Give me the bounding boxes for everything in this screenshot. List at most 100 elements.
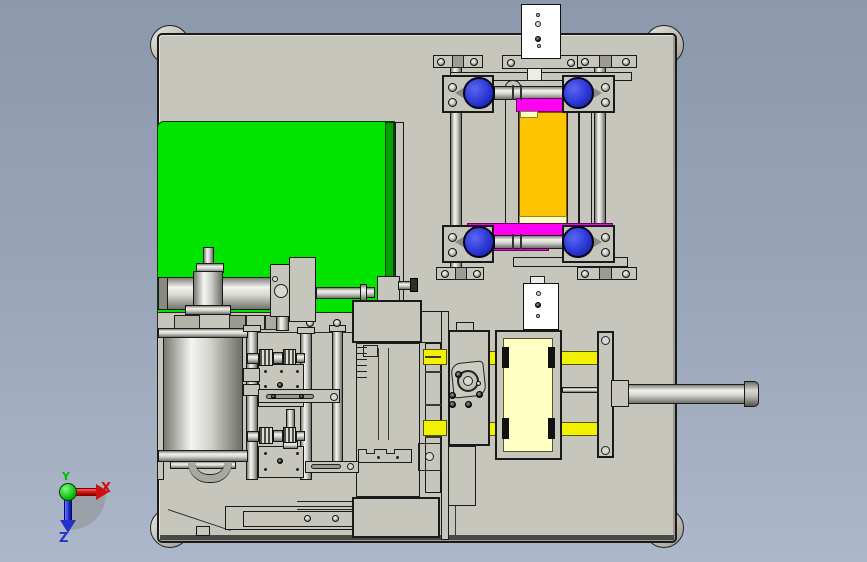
cylinder-port-large <box>274 284 288 298</box>
ladder-rung <box>425 371 441 373</box>
rail-screw-1 <box>304 515 311 522</box>
bearing-block-lower <box>448 446 476 506</box>
center-bracket-hole <box>425 452 434 461</box>
cylinder-base-flange <box>185 305 231 315</box>
micrometer1-knurl-b[interactable] <box>283 349 296 365</box>
drum-top-rim <box>158 328 248 338</box>
drum-u-hook <box>188 462 232 482</box>
white-plate-hole <box>537 44 541 48</box>
drum-body <box>163 336 243 454</box>
block-screw <box>601 233 610 242</box>
blue-knob-top-left[interactable] <box>463 77 495 109</box>
clamp-strip <box>548 347 555 368</box>
cream-wedge-top <box>520 111 538 118</box>
shaft-ring <box>512 234 514 249</box>
post-cap-1 <box>243 325 261 332</box>
press-column-right1 <box>567 98 579 226</box>
knob-shaft-bottom <box>494 235 564 249</box>
plate1-dot <box>280 370 283 373</box>
blue-knob-bottom-right[interactable] <box>562 226 594 258</box>
plate2-dot <box>296 468 299 471</box>
clamp-strip <box>548 418 555 439</box>
rod-collar-block <box>611 380 629 407</box>
long-rod[interactable] <box>628 384 745 404</box>
ladder-rung <box>425 356 441 358</box>
shaft-ring <box>520 234 522 249</box>
plate1-center-screw <box>277 382 283 388</box>
block-screw <box>601 248 610 257</box>
white-plate-screw <box>535 302 541 308</box>
cylinder-left-cap <box>158 277 168 310</box>
top-bracket-left-mid <box>452 55 464 68</box>
axis-z-label: Z <box>59 531 69 546</box>
bottom-bracket-left-mid <box>455 267 467 280</box>
stopper-pin-cap <box>410 278 418 292</box>
knob-tip-left-bottom <box>455 236 465 248</box>
plate2-center-screw <box>277 458 283 464</box>
bearing-inner-bore <box>463 376 473 386</box>
clamp-cream-insert <box>503 338 553 452</box>
flange-screw-light <box>476 381 481 386</box>
block-screw <box>601 98 610 107</box>
arm1-screw-1 <box>271 394 276 399</box>
bracket-screw <box>507 59 515 67</box>
comb-notch-2 <box>386 449 395 454</box>
post-cap-2 <box>297 327 315 334</box>
knob-tip-right-bottom <box>592 236 602 248</box>
center-slot-line-2 <box>388 348 389 440</box>
micrometer2-knurl-b[interactable] <box>283 427 296 443</box>
flange-screw <box>455 371 462 378</box>
press-column-right2 <box>579 98 592 226</box>
white-plate-bottom <box>523 283 559 330</box>
band-screw-2 <box>333 319 341 327</box>
plate2-dot <box>296 452 299 455</box>
white-plate-hole <box>536 291 541 296</box>
clamp-strip <box>502 347 509 368</box>
center-bottom-bracket <box>418 443 442 471</box>
axis-x-head <box>96 484 109 500</box>
blue-knob-bottom-left[interactable] <box>463 226 495 258</box>
center-top-block <box>352 300 422 343</box>
arm1-slot <box>266 394 314 399</box>
bracket-screw <box>581 270 589 278</box>
white-plate-hole <box>535 21 541 27</box>
micrometer2-knurl-a[interactable] <box>259 427 273 444</box>
knob-tip-left-top <box>455 87 465 99</box>
plate2-dot <box>264 468 267 471</box>
bracket-screw <box>437 58 445 66</box>
yellow-rail-seg <box>556 351 598 365</box>
arm1-end-hole <box>330 393 338 401</box>
cylinder-rod-guide-block <box>289 257 316 322</box>
rail-screw-2 <box>332 515 339 522</box>
piston-rod <box>316 287 362 299</box>
flange-screw <box>465 401 472 408</box>
bracket-screw <box>441 270 449 278</box>
white-plate-screw <box>535 36 541 42</box>
micrometer1-knurl-a[interactable] <box>259 349 273 366</box>
micrometer1-shaft-a <box>247 353 259 364</box>
yellow-rail-stub <box>423 420 447 436</box>
axis-z-head <box>60 520 76 533</box>
comb-notch-1 <box>366 449 375 454</box>
rod-bracket-hole-bottom <box>601 446 610 455</box>
white-plate-top <box>521 4 561 59</box>
plate2-dot <box>264 452 267 455</box>
cylinder-port-small <box>272 276 278 282</box>
white-plate-stem <box>527 68 542 81</box>
clamp-strip <box>502 418 509 439</box>
comb-dot <box>396 456 399 459</box>
rail-double-line <box>297 501 353 510</box>
blue-knob-top-right[interactable] <box>562 77 594 109</box>
center-ruler-ticks <box>357 347 367 379</box>
orange-block[interactable] <box>519 112 567 218</box>
top-bracket-right-mid <box>599 55 612 68</box>
rail-small-tab <box>196 526 210 536</box>
rod-bracket-hole-top <box>601 336 610 345</box>
plate1-dot <box>296 385 299 388</box>
center-bottom-block <box>352 497 440 538</box>
flange-screw <box>449 392 456 399</box>
comb-dot <box>377 456 380 459</box>
block-screw <box>448 248 457 257</box>
micrometer1-shaft-c <box>296 353 305 363</box>
